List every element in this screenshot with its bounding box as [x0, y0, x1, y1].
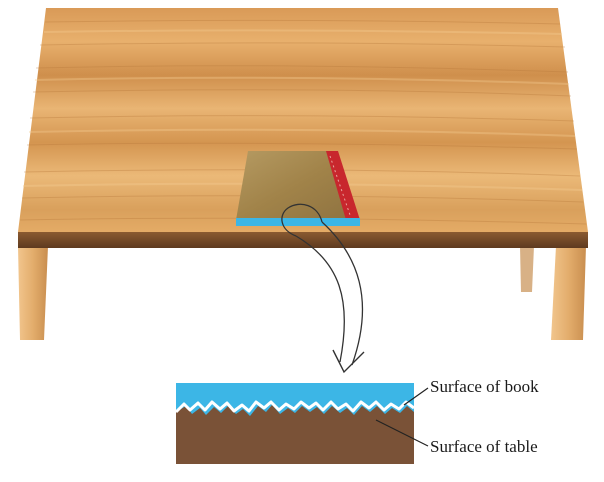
arrow-head: [333, 350, 364, 372]
table-leg-right: [551, 246, 586, 340]
surface-cross-section: [176, 383, 414, 464]
table-surface-layer: [176, 405, 414, 464]
table-leg-left: [18, 246, 48, 340]
label-surface-of-table: Surface of table: [430, 437, 538, 457]
table-legs: [18, 246, 586, 340]
arrow-inner: [296, 236, 344, 362]
book-bottom-surface: [236, 218, 360, 226]
book: [236, 151, 360, 226]
table-leg-back-right: [520, 246, 534, 292]
label-surface-of-book: Surface of book: [430, 377, 539, 397]
